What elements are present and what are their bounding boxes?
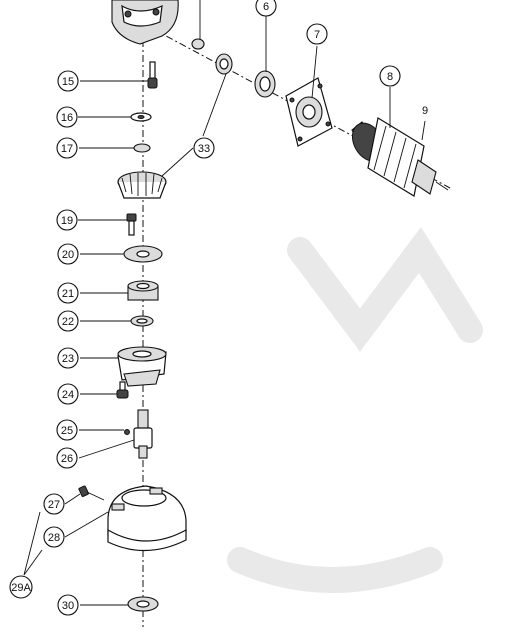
needle-bearing [215, 53, 233, 75]
callout-circle [57, 310, 79, 332]
callout-8: 8 [379, 65, 401, 87]
screw-19 [126, 213, 137, 236]
wheel-guard [107, 485, 187, 552]
callout-19: 19 [56, 209, 78, 231]
leader-lines [23, 0, 426, 606]
bearing-cover-plate [285, 77, 333, 147]
callout-circle [57, 70, 79, 92]
callout-6: 6 [255, 0, 277, 17]
background-watermark [227, 227, 483, 593]
washer-20 [123, 245, 163, 263]
callout-label: 27 [48, 499, 60, 511]
packing-gland [117, 346, 167, 387]
callout-label: 26 [61, 453, 73, 465]
callout-7: 7 [306, 23, 328, 45]
armature [351, 117, 449, 197]
ball-bearing-30 [127, 596, 159, 612]
callout-circle [56, 447, 78, 469]
callout-23: 23 [57, 347, 79, 369]
callout-label: 21 [62, 288, 74, 300]
callout-29A: 29A [9, 575, 33, 599]
callout-17: 17 [56, 137, 78, 159]
callout-balloons: 6 7 8 9 15 16 17 33 19 20 21 22 23 24 25 26 27 28 29A 30 [9, 0, 428, 616]
callout-label: 20 [62, 249, 74, 261]
callout-circle [56, 137, 78, 159]
callout-circle [57, 243, 79, 265]
callout-label: 24 [62, 389, 74, 401]
ball-bearing-21 [127, 280, 159, 301]
callout-label: 17 [61, 143, 73, 155]
screw-24 [116, 381, 129, 399]
callout-circle [56, 106, 78, 128]
callout-circle [9, 575, 33, 599]
callout-circle [255, 0, 277, 17]
callout-15: 15 [57, 70, 79, 92]
callout-circle [56, 419, 78, 441]
screw-27 [78, 485, 105, 501]
callout-circle [56, 209, 78, 231]
spindle [124, 409, 153, 459]
callout-27: 27 [43, 493, 65, 515]
callout-30: 30 [57, 594, 79, 616]
ball-bearing-6 [254, 70, 276, 98]
callout-label: 22 [62, 316, 74, 328]
callout-circle [43, 526, 65, 548]
callout-label: 29A [11, 582, 31, 594]
callout-16: 16 [56, 106, 78, 128]
callout-25: 25 [56, 419, 78, 441]
callout-label: 33 [198, 143, 210, 155]
callout-label: 8 [387, 71, 393, 83]
callout-circle [57, 347, 79, 369]
gear-housing [111, 0, 179, 45]
callout-label: 30 [62, 600, 74, 612]
callout-label: 19 [61, 215, 73, 227]
callout-label: 23 [62, 353, 74, 365]
callout-circle [43, 493, 65, 515]
bevel-gear [117, 171, 167, 199]
callout-24: 24 [57, 383, 79, 405]
callout-label: 16 [61, 112, 73, 124]
callout-9: 9 [422, 105, 428, 117]
callout-label: 28 [48, 532, 60, 544]
callout-26: 26 [56, 447, 78, 469]
callout-33: 33 [193, 137, 215, 159]
callout-circle [306, 23, 328, 45]
callout-circle [193, 137, 215, 159]
washer-17 [133, 143, 151, 153]
callout-28: 28 [43, 526, 65, 548]
callout-circle [57, 594, 79, 616]
callout-21: 21 [57, 282, 79, 304]
callout-label: 7 [314, 29, 320, 41]
washer-16 [130, 112, 152, 122]
callout-circle [57, 383, 79, 405]
callout-20: 20 [57, 243, 79, 265]
callout-label: 15 [62, 76, 74, 88]
callout-circle [379, 65, 401, 87]
callout-label: 25 [61, 425, 73, 437]
lock-pin [147, 61, 158, 89]
callout-label: 9 [422, 105, 428, 117]
callout-circle [57, 282, 79, 304]
ring-22 [130, 315, 154, 327]
callout-22: 22 [57, 310, 79, 332]
callout-label: 6 [263, 1, 269, 13]
small-spacer [191, 38, 205, 50]
